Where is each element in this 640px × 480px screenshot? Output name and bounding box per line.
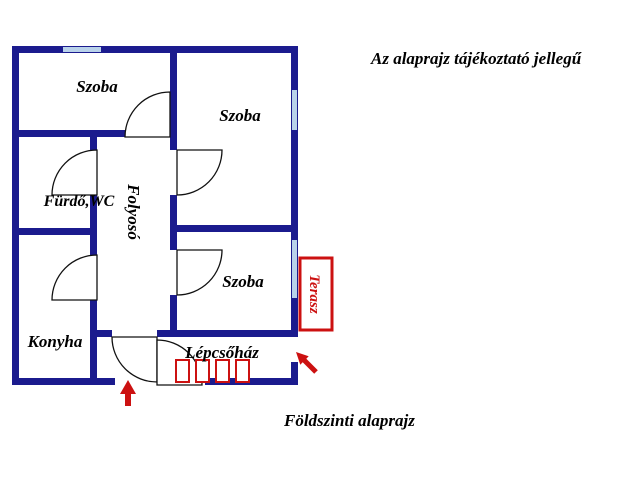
room-label-lepcsohaz: Lépcsőház (184, 343, 259, 362)
room-label-furdo-wc: Fürdő,WC (43, 193, 115, 210)
stair-tread (215, 359, 230, 383)
room-label-szoba-2: Szoba (219, 106, 261, 125)
disclaimer-text: Az alaprajz tájékoztató jellegű (370, 49, 582, 68)
wall-bottom-right (205, 378, 298, 385)
wall-furdo-konyha (12, 228, 97, 235)
door-folyoso-lepcsohaz (111, 336, 158, 383)
door-szoba3 (176, 249, 223, 296)
wall-konyha-folyoso-a (90, 235, 97, 257)
door-szoba1-folyoso (124, 91, 171, 138)
door-szoba2 (176, 149, 223, 196)
room-labels: Szoba Szoba Fürdő,WC Folyosó Szoba Konyh… (27, 77, 265, 362)
caption-text: Földszinti alaprajz (283, 411, 415, 430)
wall-lepcsohaz-top-a (90, 330, 112, 337)
entry-arrows (120, 352, 318, 406)
room-label-terasz: Terasz (306, 274, 322, 314)
stair-tread (235, 359, 250, 383)
wall-bottom-left (12, 378, 115, 385)
stair-tread (175, 359, 190, 383)
wall-furdo-folyoso-b (90, 193, 97, 235)
entry-arrow-up-icon (120, 380, 136, 406)
terasz-outline (298, 256, 334, 332)
wall-center-vertical-b (170, 195, 177, 250)
wall-center-vertical-a (170, 46, 177, 150)
door-furdo (51, 149, 98, 196)
wall-right-rooms-divider (170, 225, 298, 232)
annotations: Az alaprajz tájékoztató jellegű Földszin… (283, 49, 582, 430)
room-label-folyoso: Folyosó (124, 183, 143, 240)
room-label-konyha: Konyha (27, 332, 83, 351)
wall-top-outer (12, 46, 298, 53)
wall-lepcsohaz-top-b (157, 330, 298, 337)
walls (12, 46, 298, 385)
window-top (63, 47, 101, 52)
wall-right-outer-upper (291, 46, 298, 332)
window-right-upper (292, 90, 297, 130)
terrace: Terasz (298, 256, 334, 332)
wall-right-outer-lower (291, 362, 298, 385)
entry-arrow-diagonal-icon (296, 352, 318, 374)
door-konyha (51, 254, 98, 301)
windows (63, 47, 297, 298)
wall-konyha-folyoso-b (90, 298, 97, 378)
stair-tread (195, 359, 210, 383)
wall-szoba1-furdo (12, 130, 125, 137)
staircase-treads (175, 359, 250, 383)
wall-center-vertical-c (170, 295, 177, 330)
room-label-szoba-1: Szoba (76, 77, 118, 96)
wall-left-outer (12, 46, 19, 385)
doors (51, 91, 223, 386)
window-right-lower (292, 240, 297, 298)
wall-furdo-folyoso-a (90, 130, 97, 152)
room-label-szoba-3: Szoba (222, 272, 264, 291)
